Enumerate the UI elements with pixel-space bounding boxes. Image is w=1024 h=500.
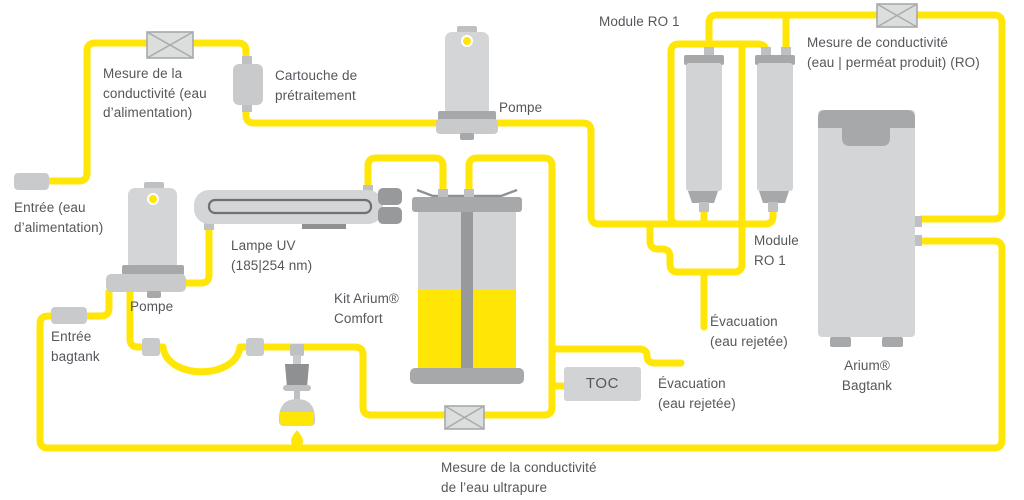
pretreatment-cartridge	[233, 56, 263, 112]
tube-connector-a	[142, 338, 160, 356]
tube-ro-crossover-top	[667, 40, 770, 228]
conductivity-sensor-ro-icon	[876, 3, 918, 28]
water-droplet-icon	[291, 430, 303, 448]
tube-ro-concentrate-loop	[646, 44, 746, 276]
tube-feed-line	[48, 39, 777, 228]
toc-monitor	[564, 367, 641, 401]
arium-bagtank	[818, 110, 922, 347]
tube-permeate-to-bagtank	[705, 11, 1006, 223]
pump-recirculation	[106, 182, 186, 298]
conductivity-sensor-ultrapure-icon	[444, 405, 485, 430]
dispense-tap	[279, 344, 315, 448]
bagtank-inlet-connector	[51, 307, 87, 324]
uv-lamp	[194, 185, 402, 230]
tube-uv-to-kit	[364, 154, 447, 196]
conductivity-sensor-feed-icon	[146, 31, 194, 59]
pump-indicator-dot	[461, 35, 473, 47]
feed-inlet-label: Entrée (eau d’alimentation)	[14, 200, 104, 235]
pump1-label: Pompe	[499, 100, 543, 115]
tube-pump2-to-uv	[183, 224, 213, 287]
module-ro1-side-label: Module RO 1	[754, 233, 799, 268]
kit-arium-label: Kit Arium® Comfort	[334, 291, 399, 326]
ultrapure-conductivity-label: Mesure de la conductivité de l’eau ultra…	[441, 460, 597, 495]
feed-inlet-connector	[14, 173, 49, 190]
ro-conductivity-label: Mesure de conductivité (eau | perméat pr…	[807, 35, 980, 70]
tube-toc-evac-outlet	[548, 345, 685, 367]
ro-module-column-1	[684, 47, 724, 212]
bagtank-inlet-label: Entrée bagtank	[51, 329, 100, 364]
feed-conductivity-label: Mesure de la conductivité (eau d’aliment…	[103, 66, 207, 120]
pump2-label: Pompe	[130, 299, 174, 314]
kit-arium-comfort	[410, 188, 524, 384]
pump-feed	[436, 26, 498, 140]
tubing-layer	[36, 11, 1006, 452]
tube-connector-b	[246, 338, 264, 356]
tube-bagtank-return-loop	[36, 237, 1006, 452]
module-ro1-top-label: Module RO 1	[599, 14, 680, 29]
pump-indicator-dot	[147, 193, 159, 205]
tube-polishing-loop	[126, 154, 556, 419]
bagtank-label: Arium® Bagtank	[841, 358, 893, 393]
pretreat-cartridge-label: Cartouche de prétraitement	[275, 68, 358, 103]
uv-lamp-label: Lampe UV (185|254 nm)	[231, 238, 313, 273]
toc-label: TOC	[585, 375, 620, 393]
evac-ro-label: Évacuation (eau rejetée)	[710, 314, 788, 349]
ro-module-column-2	[755, 47, 795, 212]
evac-toc-label: Évacuation (eau rejetée)	[658, 376, 736, 411]
